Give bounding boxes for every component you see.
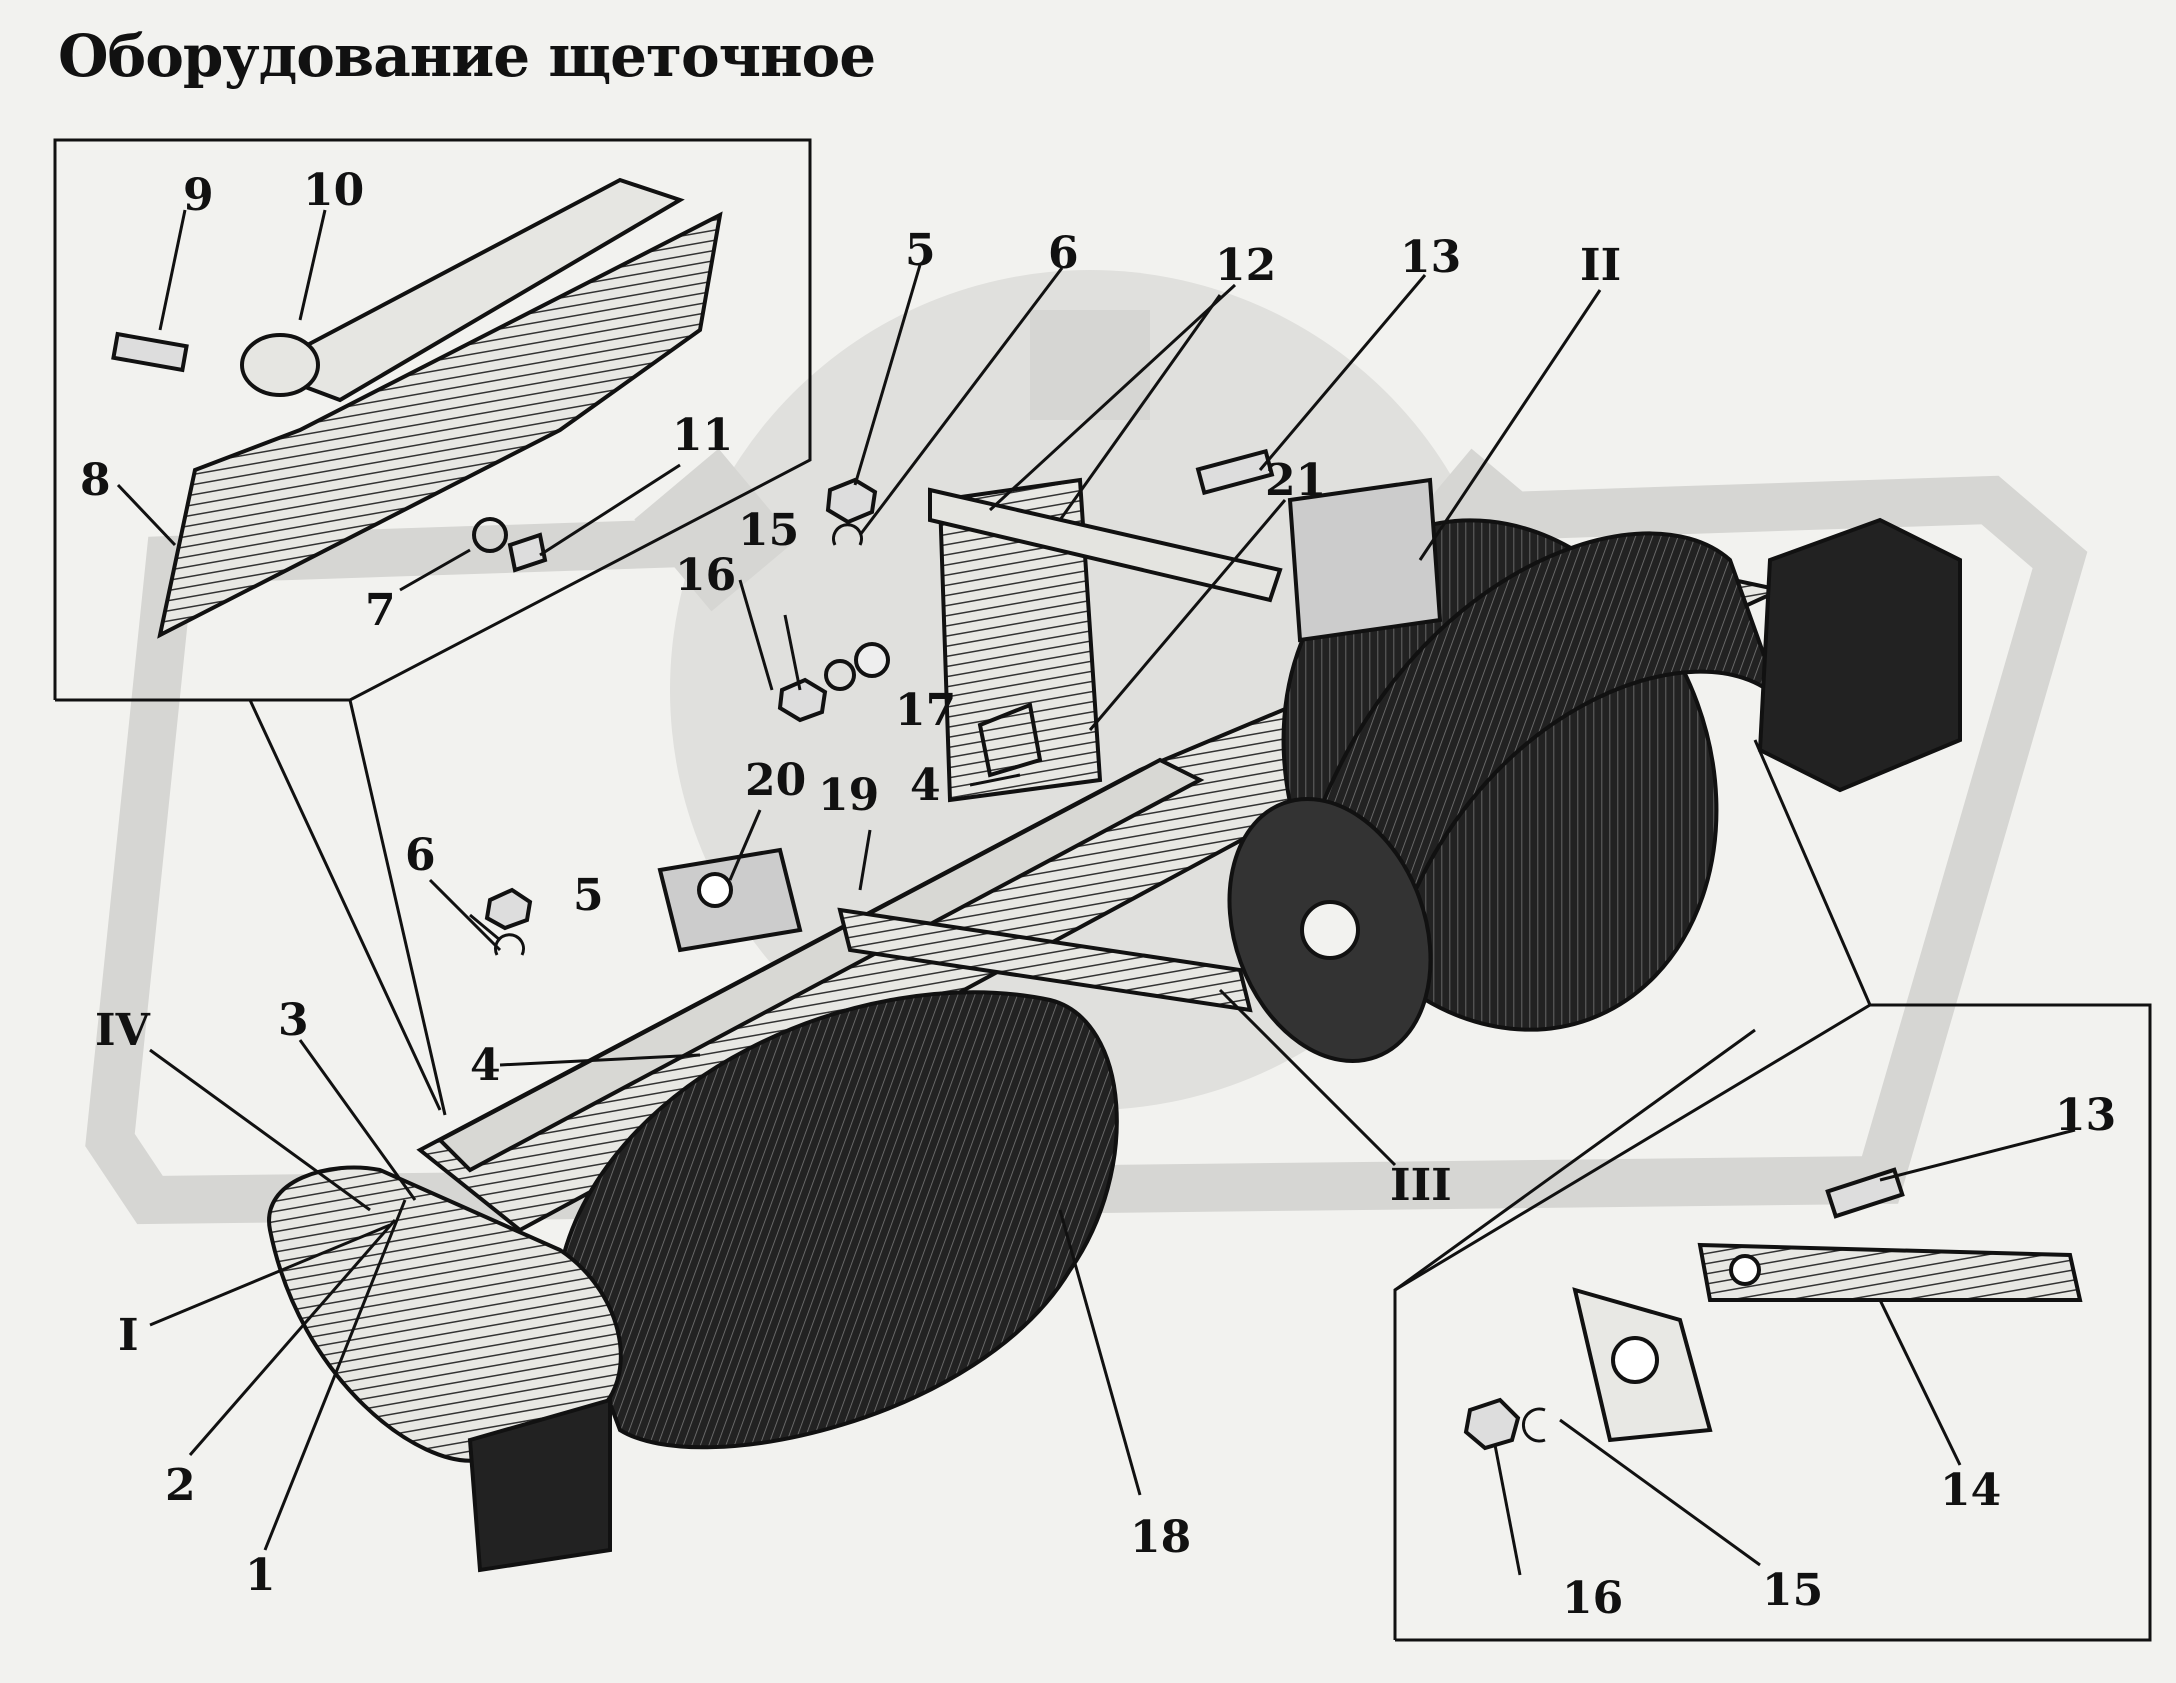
callout-21: 21 [1265,455,1326,506]
callout-13-inset: 13 [2055,1090,2116,1141]
callout-9: 9 [183,170,214,221]
leader-lines [116,209,2076,1576]
inset-plate-parts [1463,1167,2083,1451]
callout-labels: 9 10 8 11 7 5 6 12 13 II 21 15 16 17 4 2… [80,165,2116,1624]
callout-15-inset: 15 [1762,1565,1823,1616]
callout-4-left: 4 [470,1040,501,1091]
callout-16-top: 16 [675,550,736,601]
gear-housing [1757,517,1962,793]
callout-2: 2 [165,1460,196,1511]
ref-IV: IV [95,1005,151,1056]
callout-13-top: 13 [1400,232,1461,283]
inset-frame-top-left [53,138,812,702]
page-title: Оборудование щеточное [58,22,876,90]
bracket-assembly [928,448,1443,803]
callout-1: 1 [245,1550,276,1601]
callout-10: 10 [303,165,364,216]
inset-leader-right-a [1753,739,1872,1006]
callout-3: 3 [278,995,309,1046]
callout-17: 17 [895,685,956,736]
brush-roller-right [1227,518,1782,1063]
inset-leader-left-a [248,699,442,1111]
callout-19: 19 [818,770,879,821]
callout-18: 18 [1130,1512,1191,1563]
callout-5-top: 5 [905,225,936,276]
callout-6-left: 6 [405,830,436,881]
callout-14: 14 [1940,1465,2001,1516]
callout-4-mid: 4 [910,760,941,811]
brush-roller-left [557,990,1119,1450]
ref-III: III [1390,1160,1452,1211]
callout-5-left: 5 [573,870,604,921]
callout-7: 7 [365,585,396,636]
ref-II: II [1580,240,1621,291]
callout-20: 20 [745,755,806,806]
callout-15-top: 15 [738,505,799,556]
callout-11: 11 [672,410,733,461]
callout-16-inset: 16 [1562,1573,1623,1624]
ref-I: I [118,1310,139,1361]
hardware-nuts [484,477,890,956]
inset-leader-right-b [1394,1028,1756,1292]
callout-6-top: 6 [1048,228,1079,279]
inset-leader-left-b [348,699,447,1116]
callout-12: 12 [1215,240,1276,291]
inset-frame-bottom-right [1393,1003,2152,1642]
callout-8: 8 [80,455,111,506]
end-housing-left [267,1165,623,1573]
inset-brush-bar [111,177,723,639]
